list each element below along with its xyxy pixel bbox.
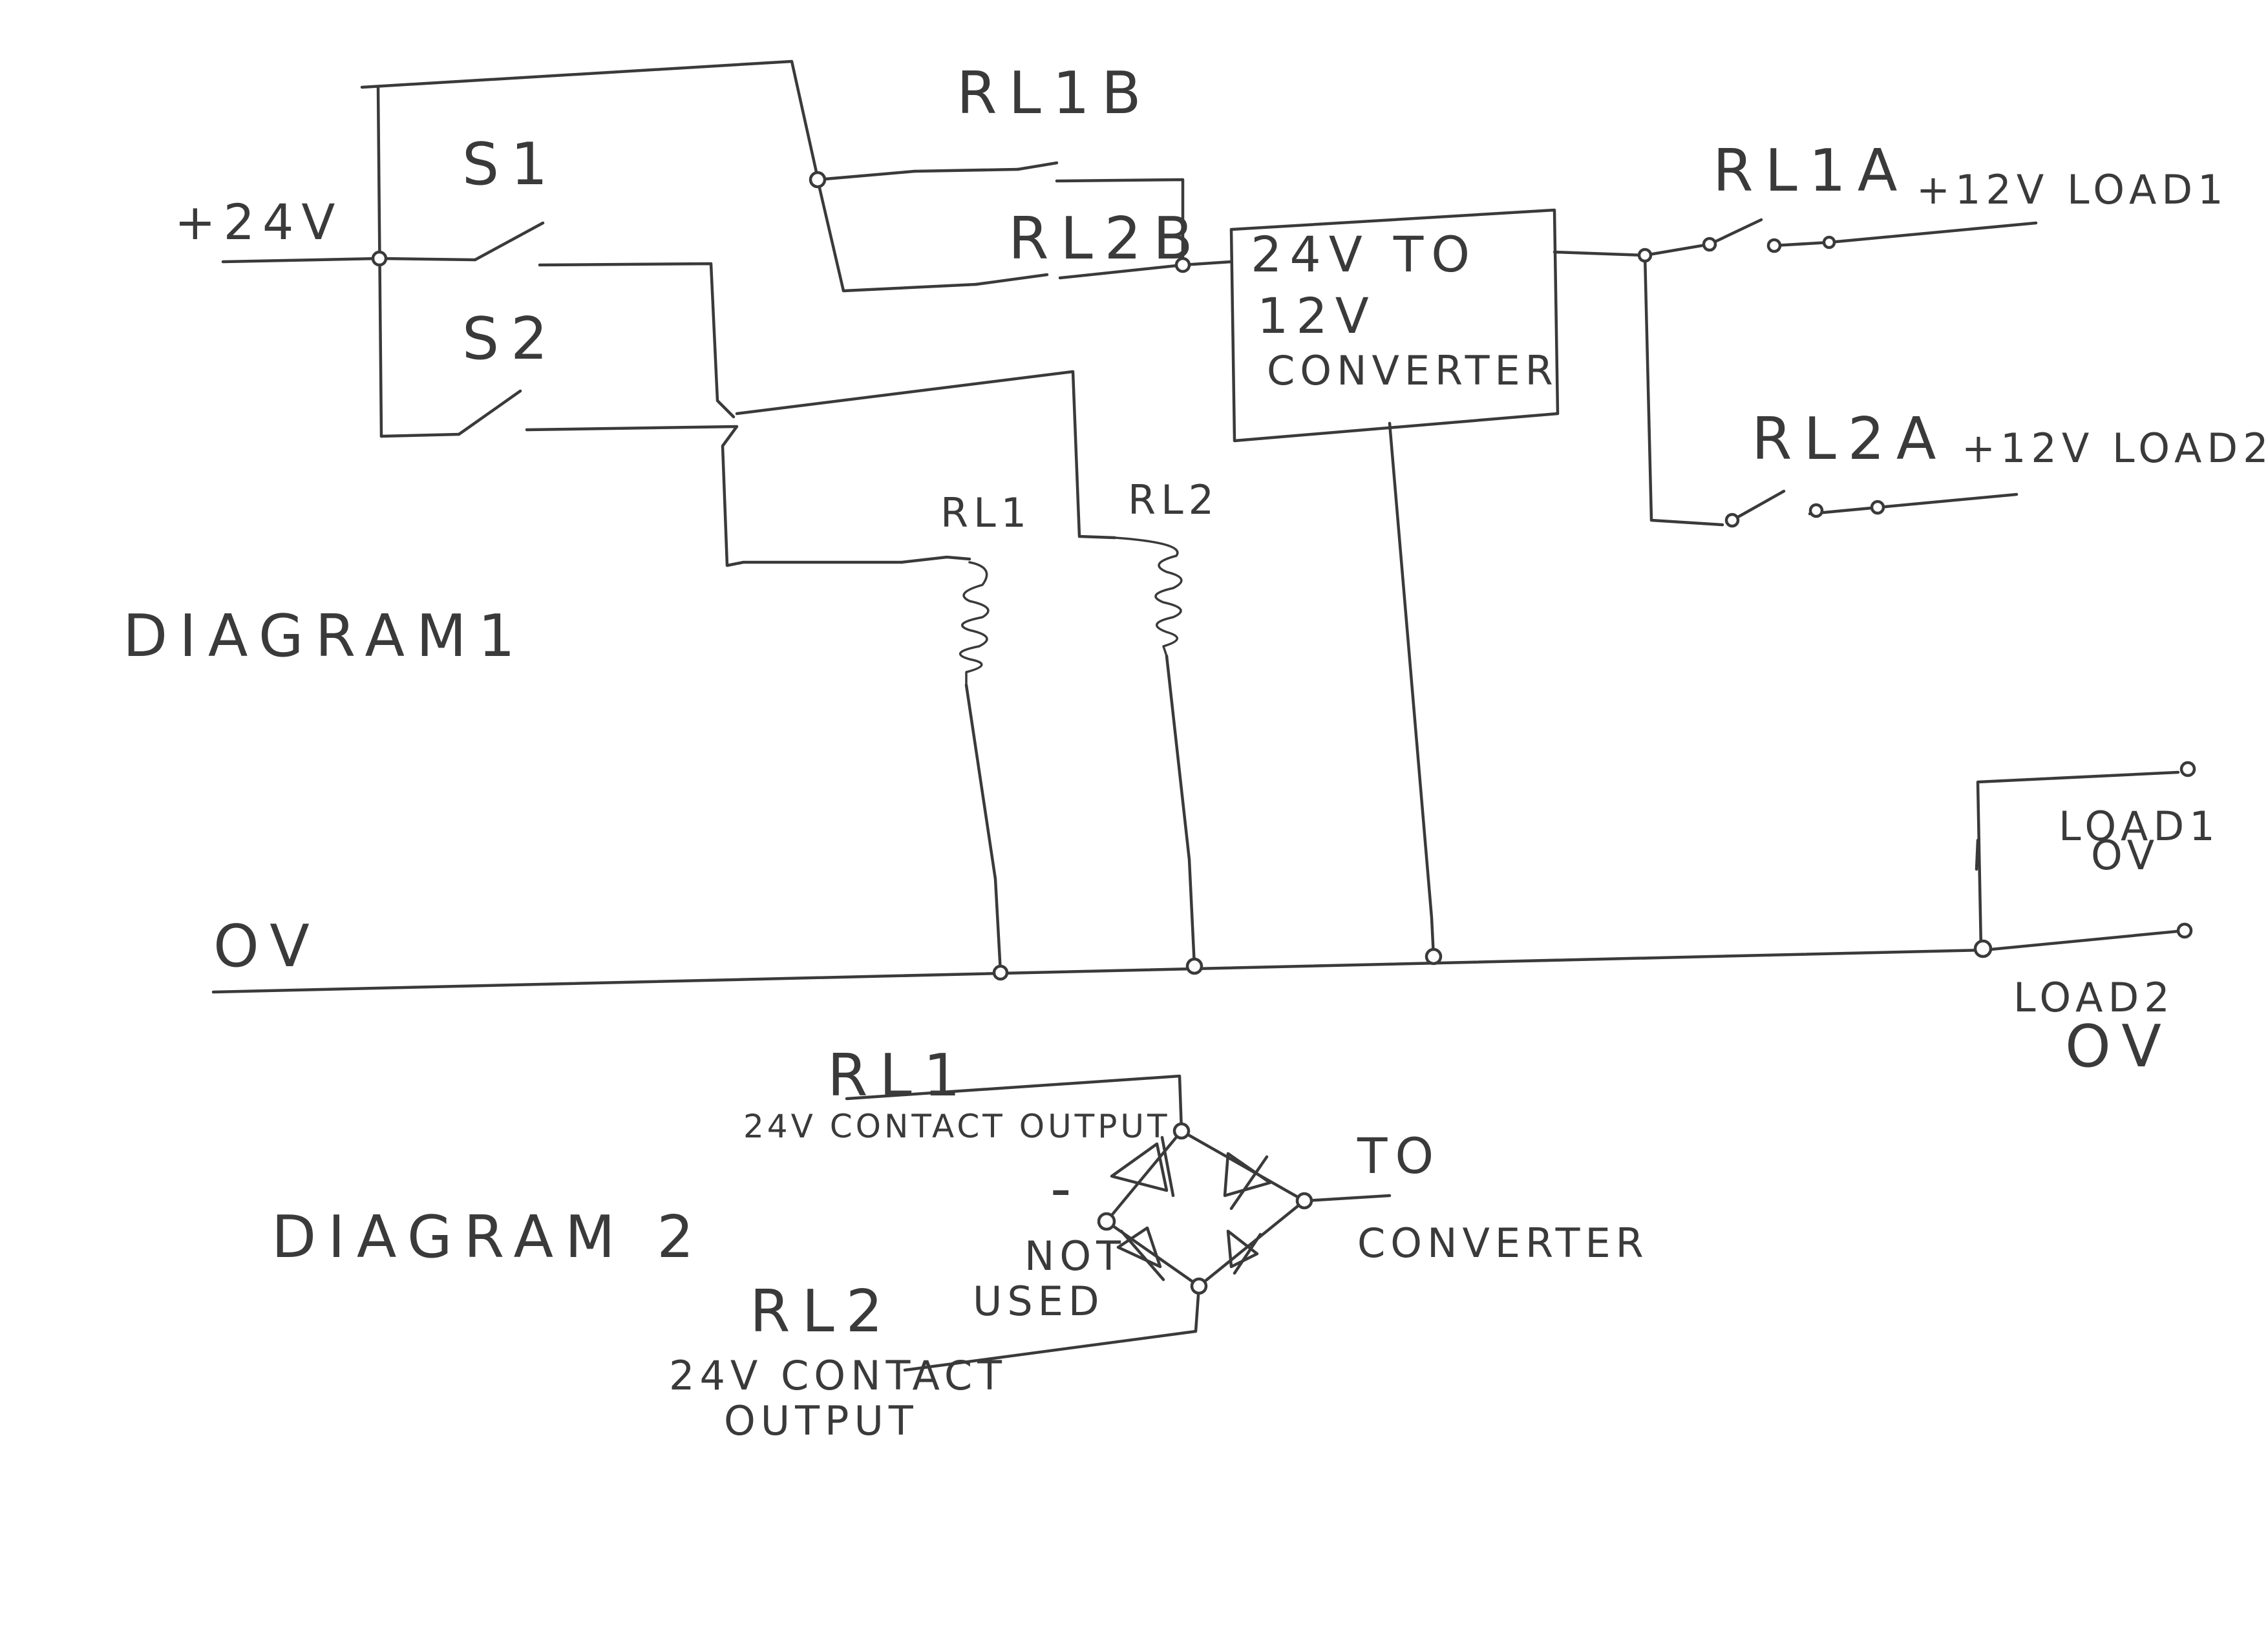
- d2-rl2-contact-label: 24V CONTACT: [669, 1352, 1007, 1399]
- rl1-return-wire: [964, 683, 1002, 975]
- node-rl2a-output: [1870, 500, 1885, 515]
- s1-blade: [473, 221, 545, 262]
- ground-0v-label: OV: [213, 913, 321, 980]
- s2-blade: [457, 389, 522, 436]
- d2-rl1-output-label: 24V CONTACT OUTPUT: [743, 1108, 1171, 1145]
- rl1b-contact-b: [1055, 178, 1185, 267]
- wire-0v-bus: [211, 948, 1986, 994]
- node-rl2a-pivot: [1724, 512, 1740, 528]
- d2-used-label: USED: [973, 1278, 1105, 1325]
- supply-24v-label: +24V: [175, 193, 343, 251]
- node-rl2b-out: [1174, 257, 1191, 273]
- node-load-ground: [1973, 939, 1993, 958]
- rl1b-blade: [1016, 161, 1059, 171]
- rl1a-output-wire: [1827, 221, 2038, 244]
- rl2a-output-wire: [1808, 492, 2019, 516]
- s1-output-wire: [538, 262, 736, 419]
- load2-0v-label-line2: OV: [2065, 1013, 2173, 1081]
- node-left-bus: [371, 250, 388, 267]
- d2-rl1-feed-wire: [845, 1074, 1183, 1133]
- d2-node-top: [1172, 1122, 1191, 1140]
- wire-top-loop: [360, 59, 820, 180]
- wire-24v-input: [221, 257, 380, 264]
- rl1-coil-feed: [900, 555, 971, 564]
- node-rl1a-contact: [1766, 238, 1782, 253]
- load1-positive-label: +12V LOAD1: [1916, 166, 2229, 213]
- d2-output-wire: [1304, 1194, 1392, 1203]
- s1-feed-wire: [379, 257, 477, 262]
- converter-box: [1229, 208, 1560, 443]
- rl2-return-wire: [1165, 654, 1196, 968]
- node-rl2a-contact: [1808, 503, 1824, 518]
- d2-rl1-label: RL1: [827, 1042, 972, 1110]
- rl2b-blade: [974, 273, 1049, 286]
- d2-diode-bottom-right: [1226, 1229, 1262, 1275]
- d2-not-label: NOT: [1024, 1232, 1126, 1280]
- rl1a-blade: [1708, 218, 1763, 246]
- wire-load1-0v-tick: [1975, 838, 1980, 871]
- relay-rl1a-label: RL1A: [1713, 137, 1909, 205]
- rl1a-feed-wire: [1643, 242, 1712, 257]
- rl2a-blade: [1730, 489, 1786, 522]
- node-rl1a-pivot: [1702, 237, 1717, 252]
- switch-s2-label: S2: [462, 305, 559, 373]
- load1-0v-label-line2: OV: [2091, 832, 2159, 879]
- load2-0v-label-line1: LOAD2: [2013, 974, 2175, 1021]
- wire-load0v-right: [1982, 929, 2187, 952]
- load1-0v-label-line1: LOAD1: [2059, 803, 2220, 850]
- converter-ground-wire: [1388, 421, 1436, 958]
- wire-to-converter-in: [1181, 260, 1233, 267]
- d2-negative-mark: -: [1050, 1155, 1083, 1223]
- diagram-1: +24V S1 S2 RL1B RL2B 24V TO 12V CONVERTE…: [123, 59, 2268, 1081]
- terminal-load2-0v: [2176, 922, 2193, 939]
- coil-rl2-label: RL2: [1128, 476, 1219, 523]
- rl2b-contact: [1058, 263, 1185, 280]
- terminal-load1-0v: [2179, 761, 2196, 777]
- rl1b-feed-wire: [816, 169, 917, 182]
- d2-to-label: TO: [1357, 1127, 1441, 1185]
- s1-to-rl2-wire: [735, 370, 1117, 540]
- d2-diode-top-left: [1110, 1136, 1175, 1198]
- converter-label-line3: CONVERTER: [1267, 347, 1558, 394]
- rl1b-contact-a: [913, 167, 1020, 173]
- node-output-bus: [1637, 248, 1653, 263]
- wire-load1-0v-loop: [1976, 770, 2180, 951]
- wire-output-bus: [1643, 253, 1724, 527]
- rl1a-contact-wire: [1772, 240, 1831, 248]
- d2-diode-bottom-left: [1116, 1226, 1165, 1282]
- converter-output-wire: [1553, 250, 1647, 257]
- s2-output-wire: [525, 425, 904, 567]
- d2-converter-label: CONVERTER: [1357, 1220, 1649, 1267]
- diagram2-title: DIAGRAM 2: [271, 1203, 706, 1271]
- d2-node-left: [1097, 1212, 1116, 1231]
- relay-rl1b-label: RL1B: [957, 59, 1153, 127]
- relay-rl2a-label: RL2A: [1752, 405, 1948, 473]
- diagram-2: RL1 24V CONTACT OUTPUT - TO CONVERTER DI…: [271, 1042, 1649, 1444]
- load2-positive-label: +12V LOAD2: [1962, 425, 2268, 472]
- relay-rl2b-label: RL2B: [1008, 205, 1205, 273]
- d2-bridge-outline: [1105, 1129, 1306, 1288]
- rl2b-feed-wire: [816, 178, 978, 293]
- diagram1-title: DIAGRAM1: [123, 602, 527, 670]
- junction-dots: [371, 171, 2196, 981]
- node-rl1b-feed: [809, 171, 827, 189]
- d2-rl2-feed-wire: [903, 1284, 1201, 1372]
- s2-feed-wire: [379, 432, 461, 438]
- d2-node-right: [1295, 1192, 1313, 1210]
- converter-label-line2: 12V: [1257, 287, 1377, 344]
- d2-rl2-label: RL2: [750, 1278, 895, 1346]
- d2-node-bottom: [1190, 1277, 1208, 1295]
- converter-label-line1: 24V TO: [1251, 226, 1478, 283]
- node-rl1-ground: [992, 964, 1009, 981]
- rl1-coil: [959, 561, 990, 686]
- node-converter-ground: [1425, 947, 1443, 966]
- rl2-coil: [1114, 536, 1183, 657]
- d2-diode-top-right: [1223, 1152, 1272, 1210]
- d2-rl2-output-label: OUTPUT: [724, 1397, 918, 1444]
- node-rl2-ground: [1185, 957, 1203, 975]
- coil-rl1-label: RL1: [940, 489, 1032, 536]
- node-rl1a-output: [1822, 235, 1836, 249]
- switch-s1-label: S1: [462, 131, 559, 198]
